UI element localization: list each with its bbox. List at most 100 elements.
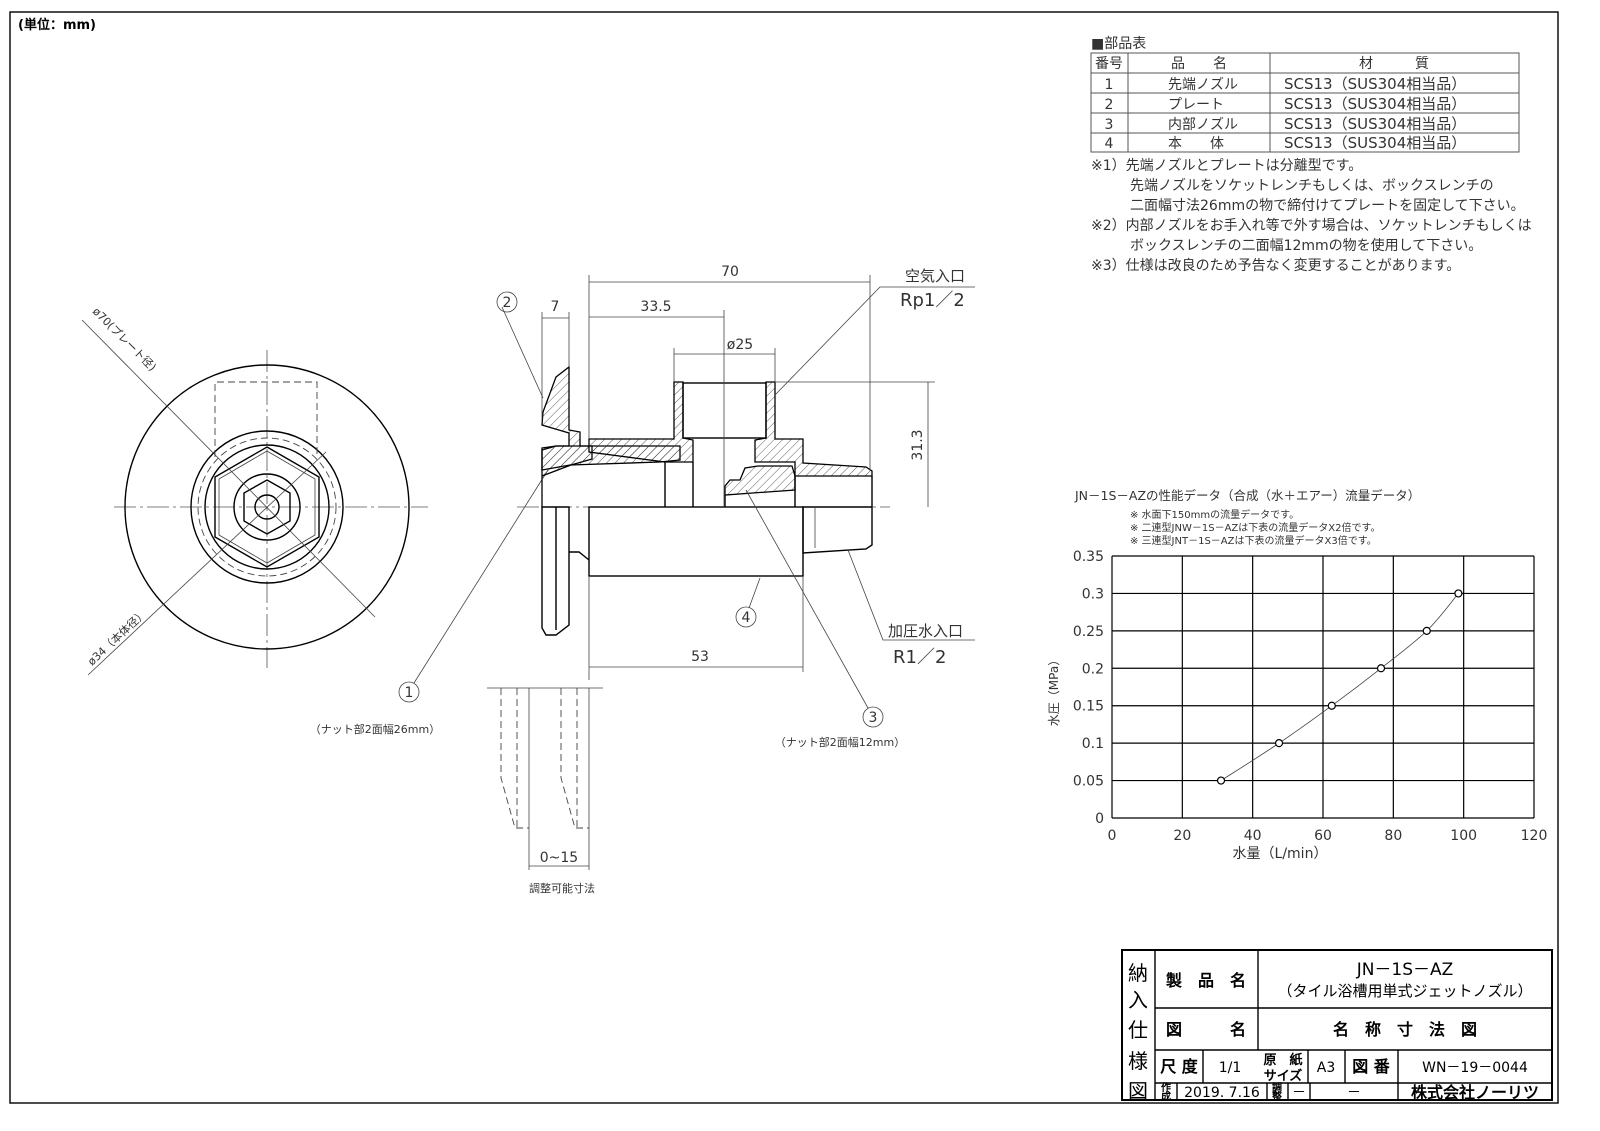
company-logo: 株式会社ノーリツ [1411,1083,1539,1102]
air-port-hidden [214,381,318,457]
callout-1-circle [398,681,420,703]
dim-body-diameter: ø34（本体径） [84,606,149,668]
dim-31-3: 31.3 [910,429,926,460]
parts-table: ■部品表 番号 品 名 材 質 1 先端ノズル SCS13（SUS304相当品）… [1090,36,1532,274]
paper-size-label-1: 原 紙 [1263,1052,1302,1068]
callout-3-number: 3 [869,710,878,726]
title-block: 納 入 仕 様 図 製 品 名 JN－1S－AZ （タイル浴槽用単式ジェットノズ… [1121,949,1553,1103]
chart-ytick-label: 0.05 [1073,774,1104,790]
product-name-label: 製 品 名 [1165,971,1246,990]
dim-25: ø25 [727,337,753,353]
note-1-line-3: 二面幅寸法26mmの物で締付けてプレートを固定して下さい。 [1130,197,1525,214]
callout-2-circle [496,291,518,313]
chart-xtick-label: 20 [1173,828,1191,844]
air-inlet-bore [682,382,767,439]
paper-size-label-2: サイズ [1264,1068,1303,1084]
air-inlet-thread: Rp1／2 [900,290,965,311]
callout-3-circle [862,706,884,728]
plate-section [541,365,593,507]
plate-exterior [541,506,570,636]
note-1-line-2: 先端ノズルをソケットレンチもしくは、ボックスレンチの [1130,178,1494,194]
callout-1-leader [413,469,549,684]
chart-ytick-label: 0.35 [1073,549,1104,565]
chart-xtick-label: 100 [1450,828,1477,844]
nut-hexagon [214,446,320,568]
chart-series-line [1220,593,1459,781]
parts-table-border [1090,52,1520,153]
chart-xtick-label: 40 [1244,828,1262,844]
dim-plate-leader [81,319,376,618]
checked-label-1: 調 [1272,1081,1282,1094]
chart-data-point [1327,701,1336,710]
water-inlet-leader [847,549,975,641]
drawing-name: 名 称 寸 法 図 [1333,1020,1477,1039]
row-name: プレート [1168,97,1224,113]
chart-data-point [1216,776,1226,785]
drawing-no-label: 図 番 [1352,1057,1391,1076]
chart-ytick-label: 0.1 [1082,736,1104,752]
product-model: JN－1S－AZ [1356,960,1454,980]
parts-table-title: ■部品表 [1091,36,1146,52]
note-3: ※3）仕様は改良のため予告なく変更することがあります。 [1091,257,1460,274]
hidden-circle [197,437,337,577]
header-material: 材 質 [1359,56,1429,72]
checked-label-2: 整 [1271,1090,1282,1103]
adjust-plate-1 [500,688,529,829]
row-no: 2 [1105,97,1114,113]
row-name: 本 体 [1168,136,1224,152]
orifice-circle [254,494,280,520]
body-exterior [588,506,804,577]
tip-exterior [569,551,590,561]
side-label-4: 様 [1128,1049,1148,1073]
callout-4-circle [735,606,757,628]
table-row: 4 本 体 SCS13（SUS304相当品） [1105,134,1467,152]
callout-3-leader [745,489,869,709]
table-row: 2 プレート SCS13（SUS304相当品） [1105,95,1467,113]
chart-xlabel: 水量（L/min） [1233,846,1328,862]
chart-data-point [1454,589,1463,598]
nut-hexagon-inner [218,450,316,564]
row-name: 内部ノズル [1168,117,1238,133]
title-block-border [1121,949,1553,1101]
side-view: 70 33.5 ø25 7 31.3 53 空気入口 Rp1／2 加圧水入口 R… [496,264,975,749]
paper-size: A3 [1317,1060,1335,1076]
created-label-2: 成 [1161,1090,1171,1103]
table-row: 1 先端ノズル SCS13（SUS304相当品） [1105,75,1467,93]
header-no: 番号 [1095,56,1123,72]
note-1: ※1）先端ノズルとプレートは分離型です。 [1091,157,1362,174]
adjust-dim: 0~15 [540,850,578,866]
nut-circle [204,444,330,570]
chart-xtick-label: 60 [1314,828,1332,844]
dim-70: 70 [721,264,739,280]
plate-circle [124,364,410,650]
side-label-2: 入 [1128,988,1148,1012]
side-label-5: 図 [1128,1079,1148,1103]
row-no: 4 [1105,136,1114,152]
scale-value: 1/1 [1219,1060,1242,1076]
front-view: ø70(プレート径) ø34（本体径） 1 （ナット部2面幅26mm） [81,305,549,736]
air-inlet-label: 空気入口 [905,267,965,285]
body-section-left [588,381,694,463]
sheet-border [9,11,1559,1104]
row-material: SCS13（SUS304相当品） [1284,134,1466,152]
chart-xtick-label: 80 [1384,828,1402,844]
chart-points [1216,589,1463,785]
row-material: SCS13（SUS304相当品） [1284,115,1466,133]
callout-4-leader [748,577,761,609]
chart-ytick-label: 0.2 [1082,661,1104,677]
unit-label: (単位：mm) [18,17,96,33]
dim-53: 53 [691,649,709,665]
body-circle [190,430,344,584]
callout-3-note: （ナット部2面幅12mm） [775,735,905,749]
chart-note-1: ※ 水面下150mmの流量データです。 [1130,508,1299,521]
chart-data-point [1274,739,1284,748]
drawing-name-label: 図 名 [1166,1020,1246,1039]
row-material: SCS13（SUS304相当品） [1284,95,1466,113]
created-date: 2019. 7.16 [1184,1085,1260,1101]
chart-grid [1111,555,1535,819]
checked-value: － [1292,1085,1306,1101]
side-label-3: 仕 [1128,1018,1148,1042]
callout-2-number: 2 [503,295,512,311]
